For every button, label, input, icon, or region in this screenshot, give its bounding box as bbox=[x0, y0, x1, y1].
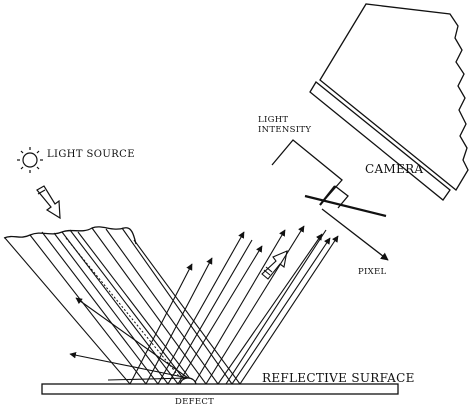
reflective-surface-label: REFLECTIVE SURFACE bbox=[262, 371, 415, 385]
light-source-label: LIGHT SOURCE bbox=[47, 149, 135, 160]
reflected-rays bbox=[129, 225, 339, 385]
light-wavefront bbox=[3, 226, 137, 245]
camera-body-outline bbox=[319, 3, 469, 191]
defect-bump bbox=[179, 377, 197, 385]
scattered-rays bbox=[69, 297, 189, 381]
reflection-arrow-icon bbox=[261, 250, 288, 280]
camera bbox=[309, 3, 469, 201]
pixel-axis-arrow bbox=[321, 208, 389, 261]
light-intensity-label-line1: LIGHT bbox=[258, 115, 289, 125]
scattered-dotted-ray bbox=[65, 237, 183, 381]
sun-icon bbox=[17, 147, 43, 173]
intensity-peak bbox=[319, 185, 336, 206]
camera-lens-plate bbox=[309, 81, 451, 201]
reflective-surface bbox=[41, 383, 399, 395]
intensity-box bbox=[271, 139, 343, 206]
incident-rays bbox=[4, 227, 241, 385]
camera-label: CAMERA bbox=[365, 162, 424, 176]
pixel-baseline bbox=[304, 194, 387, 218]
pixel-label: PIXEL bbox=[358, 267, 387, 277]
incident-arrow-icon bbox=[36, 185, 61, 220]
pixel-intensity-graph bbox=[271, 139, 389, 261]
light-intensity-label-line2: INTENSITY bbox=[258, 125, 312, 135]
defect-label: DEFECT bbox=[175, 397, 215, 407]
